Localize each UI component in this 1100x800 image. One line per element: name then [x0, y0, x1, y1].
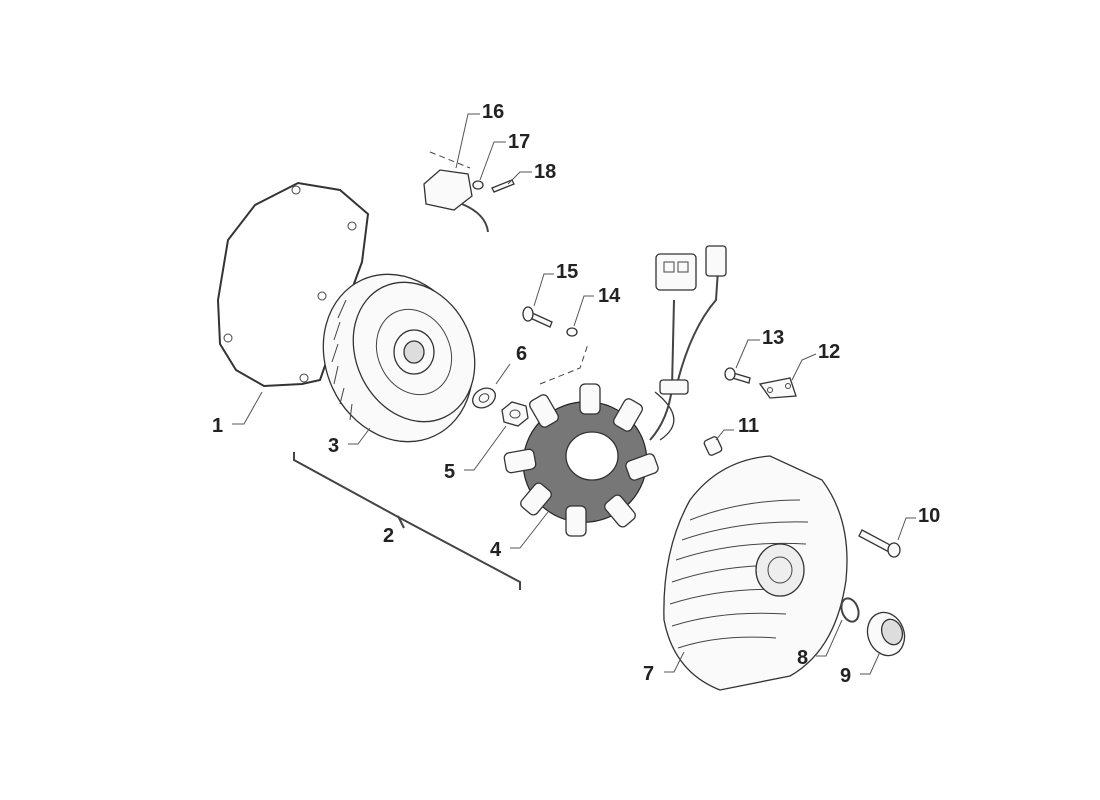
- inspection-plug-part: [866, 611, 906, 657]
- group-bracket: [293, 452, 521, 590]
- callout-9: 9: [840, 665, 851, 687]
- stator-screw-and-washer: [522, 306, 589, 385]
- callout-10: 10: [918, 505, 940, 527]
- callout-1: 1: [212, 415, 223, 437]
- callout-8: 8: [797, 647, 808, 669]
- callout-6: 6: [516, 343, 527, 365]
- stator-wiring-harness: [649, 245, 727, 441]
- callout-13: 13: [762, 327, 784, 349]
- callout-4: 4: [490, 539, 502, 561]
- callout-3: 3: [328, 435, 339, 457]
- callout-16: 16: [482, 101, 504, 123]
- nut-part: [501, 401, 529, 427]
- pickup-sensor-part: [423, 151, 515, 233]
- flywheel-rotor-part: [322, 273, 476, 443]
- washer-part: [472, 387, 496, 409]
- callout-11: 11: [738, 415, 759, 437]
- callout-15: 15: [556, 261, 578, 283]
- stator-part: [503, 383, 675, 537]
- callout-labels: 1 2 3 4 5 6 7 8 9 10 11 12 13 14 15 16 1…: [212, 101, 940, 687]
- cover-bolt-part: [858, 529, 901, 558]
- alternator-cover-part: [663, 455, 848, 691]
- callout-17: 17: [508, 131, 530, 153]
- callout-14: 14: [598, 285, 621, 307]
- dowel-pin-part: [703, 436, 723, 456]
- callout-5: 5: [444, 461, 455, 483]
- callout-2: 2: [383, 525, 394, 547]
- callout-18: 18: [534, 161, 556, 183]
- gasket-part: [216, 181, 370, 388]
- callout-12: 12: [818, 341, 840, 363]
- leader-lines: [232, 113, 916, 675]
- bracket-and-bolt: [724, 367, 797, 399]
- o-ring-part: [840, 597, 860, 623]
- callout-7: 7: [643, 663, 654, 685]
